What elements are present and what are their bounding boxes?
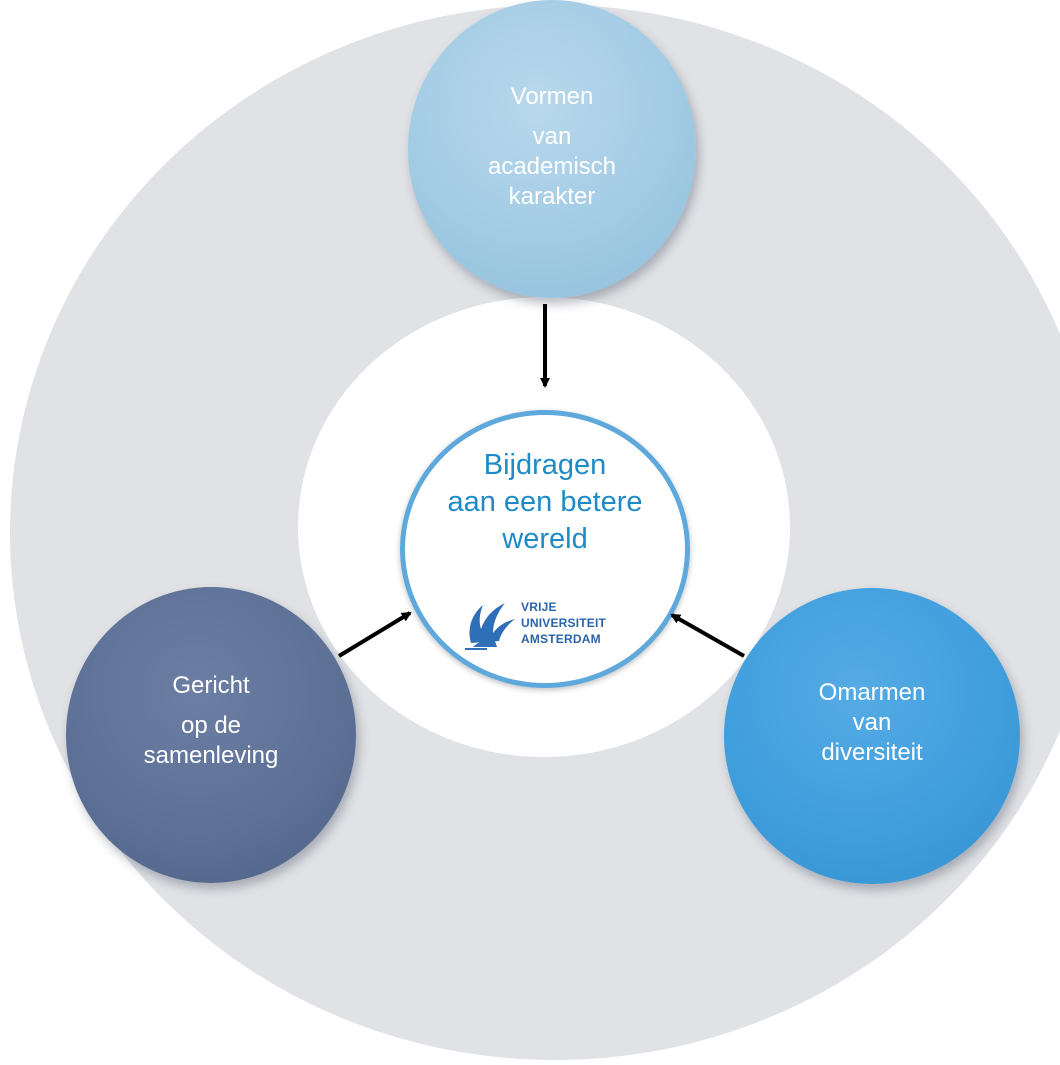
center-title: Bijdragen aan een betere wereld [405, 447, 685, 558]
griffin-icon [465, 603, 515, 650]
node-right-line-3: diversiteit [821, 739, 923, 766]
node-society-label: Gericht op de samenleving [66, 671, 356, 771]
center-goal-circle: Bijdragen aan een betere wereld VRIJE UN… [400, 410, 690, 688]
node-left-line-3: samenleving [143, 742, 279, 769]
logo-line-3: AMSTERDAM [521, 632, 601, 646]
center-title-line-3: wereld [502, 523, 588, 555]
node-left-line-2: op de [180, 712, 242, 739]
logo-line-2: UNIVERSITEIT [521, 616, 607, 630]
vu-amsterdam-logo: VRIJE UNIVERSITEIT AMSTERDAM [457, 593, 647, 653]
node-diversity: Omarmen van diversiteit [724, 588, 1020, 884]
center-title-line-1: Bijdragen [483, 449, 607, 481]
node-academic-character-label: Vormen van academisch karakter [408, 82, 696, 212]
node-right-line-1: Omarmen [818, 679, 926, 706]
node-diversity-label: Omarmen van diversiteit [724, 678, 1020, 768]
node-top-line-4: karakter [508, 183, 596, 210]
center-title-line-2: aan een betere [447, 486, 643, 518]
node-top-line-2: van [532, 123, 572, 150]
node-society: Gericht op de samenleving [66, 587, 356, 883]
node-academic-character: Vormen van academisch karakter [408, 0, 696, 298]
node-right-line-2: van [852, 709, 892, 736]
node-top-line-3: academisch [487, 153, 617, 180]
logo-wordmark: VRIJE UNIVERSITEIT AMSTERDAM [521, 599, 606, 647]
node-top-line-1: Vormen [510, 83, 594, 110]
logo-line-1: VRIJE [521, 600, 557, 614]
node-left-line-1: Gericht [172, 672, 250, 699]
